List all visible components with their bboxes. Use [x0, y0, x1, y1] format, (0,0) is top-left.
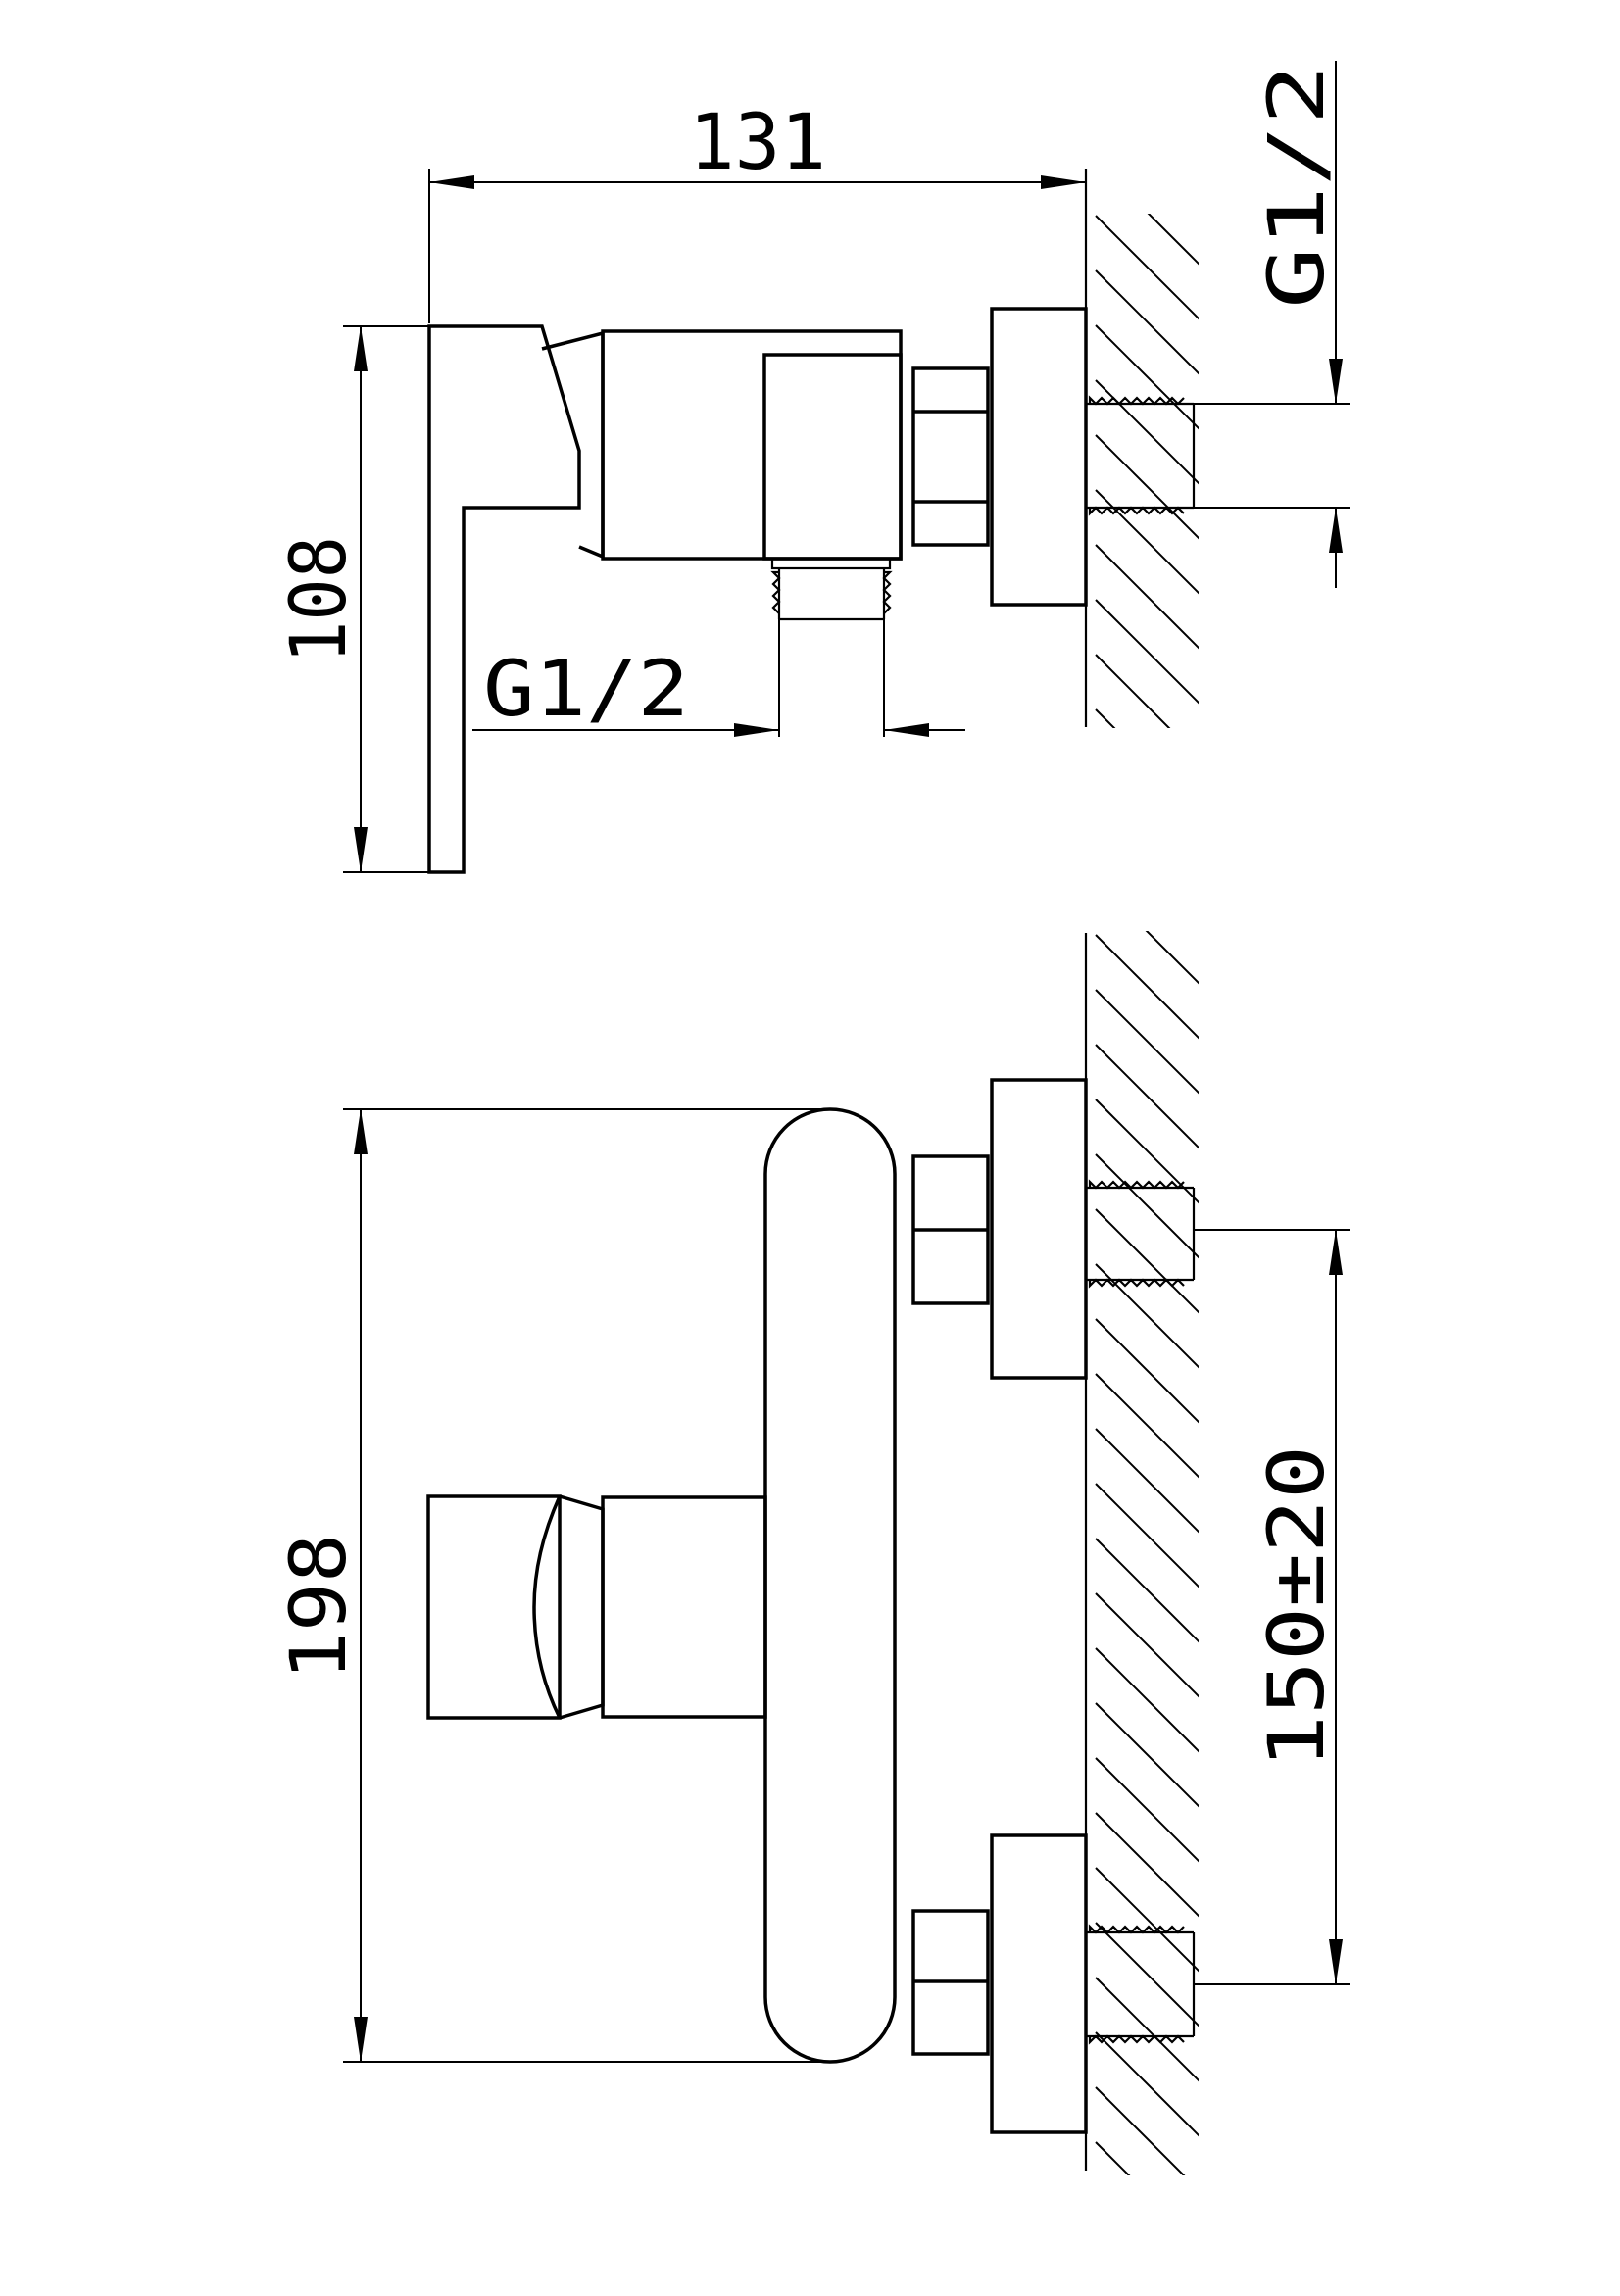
side-body-outline: [427, 324, 581, 874]
wall-top: [1084, 169, 1199, 728]
side-connector: [541, 330, 605, 560]
side-inlet-pipe: [1086, 395, 1196, 516]
dim-outlet-thread: G1/2: [472, 619, 965, 737]
front-upper-inlet: [911, 1078, 1196, 1380]
front-lever: [426, 1494, 767, 1720]
side-inlet-nut: [911, 366, 990, 547]
dim-inlet-thread: G1/2: [1194, 61, 1350, 588]
side-cartridge-window: [762, 353, 903, 561]
dim-inlet-spacing: 150±20: [1194, 1229, 1350, 1985]
dim-side-height: 108: [275, 325, 429, 873]
side-view: 131 108 G1/2 G1: [275, 61, 1350, 874]
dim-198-label: 198: [275, 1534, 364, 1681]
dim-overall-width: 131: [428, 99, 1086, 323]
dim-outlet-g12-label: G1/2: [483, 646, 689, 734]
dim-108-label: 108: [275, 536, 364, 663]
side-outlet-connector: [770, 557, 893, 621]
dim-front-height: 198: [275, 1108, 830, 2063]
front-view: 198 150±20: [275, 931, 1350, 2175]
dim-inlet-g12-label: G1/2: [1253, 64, 1342, 309]
side-cartridge-body: [601, 329, 903, 561]
dim-150-label: 150±20: [1253, 1445, 1342, 1769]
dim-131-label: 131: [689, 99, 826, 187]
front-mixer-body: [763, 1107, 897, 2064]
side-escutcheon: [990, 307, 1088, 607]
